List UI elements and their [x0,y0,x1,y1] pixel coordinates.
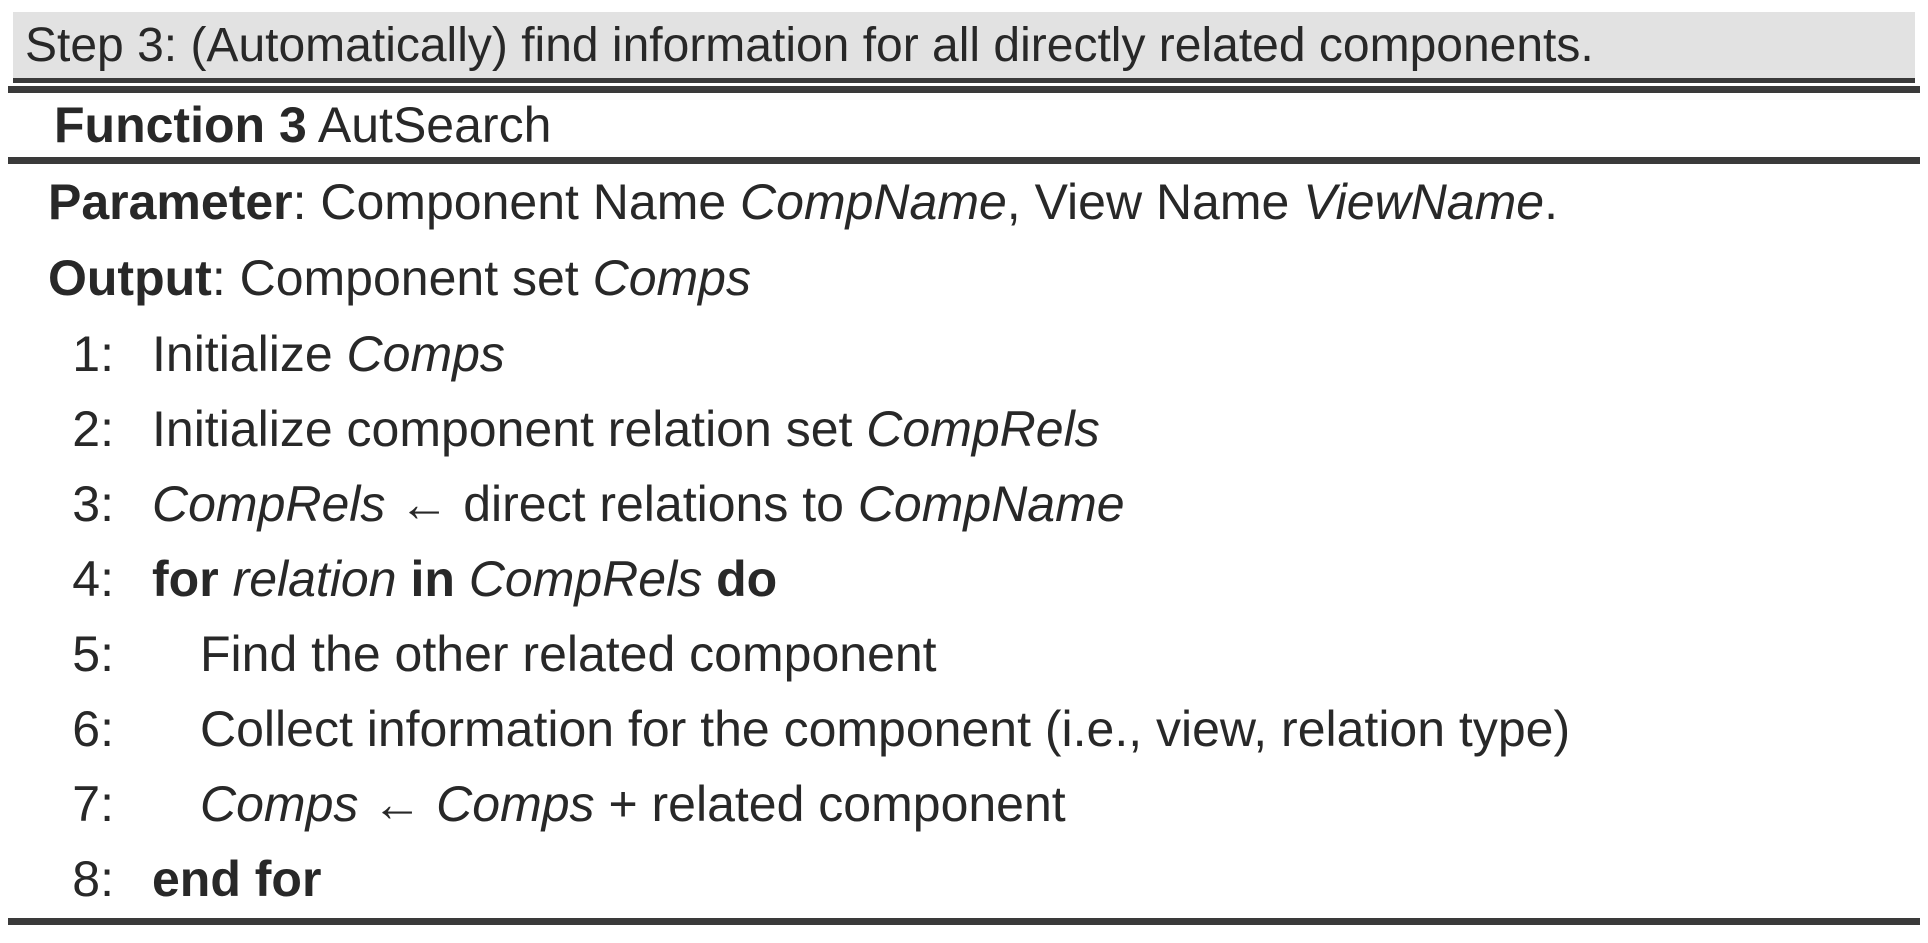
text-segment: Collect information for the component (i… [200,700,1571,757]
text-segment: ← direct relations to [385,475,858,532]
text-segment: end for [152,850,322,907]
text-segment: CompRels [468,550,703,607]
text-segment: AutSearch [306,97,552,153]
step-header-text: Step 3: (Automatically) find information… [25,18,1594,72]
text-segment: CompRels [152,475,386,532]
line-text: Collect information for the component (i… [152,700,1570,758]
line-text: CompRels ← direct relations to CompName [152,475,1125,533]
line-text: end for [152,850,321,908]
output-row: Output: Component set Comps [8,240,1920,316]
text-segment [397,551,411,607]
text-segment: Function 3 [54,97,307,153]
parameter-row: Parameter: Component Name CompName, View… [8,164,1920,240]
code-line: 4: for relation in CompRels do [8,541,1920,616]
text-segment: Parameter [48,174,293,230]
text-segment: Output [48,250,212,306]
line-text: for relation in CompRels do [152,550,777,608]
text-segment: ← [358,775,437,832]
text-segment: Initialize [152,325,347,382]
step-header: Step 3: (Automatically) find information… [13,12,1915,83]
text-segment: Comps [436,775,595,832]
code-line: 5: Find the other related component [8,616,1920,691]
text-segment: Initialize component relation set [152,400,867,457]
text-segment: do [716,550,778,607]
code-line: 1: Initialize Comps [8,316,1920,391]
text-segment [455,551,469,607]
line-number: 3: [72,475,114,532]
line-number: 5: [72,625,114,682]
function-title-row: Function 3 AutSearch [8,93,1920,157]
text-segment: for [152,550,219,607]
mid-rule [8,157,1920,164]
text-segment: CompName [740,174,1007,230]
text-segment: ViewName [1303,174,1545,230]
line-text: Initialize component relation set CompRe… [152,400,1100,458]
text-segment: relation [232,550,397,607]
text-segment: Comps [200,775,359,832]
text-segment: : Component set [211,250,593,306]
line-number: 2: [72,400,114,457]
text-segment [219,551,233,607]
code-lines: 1: Initialize Comps 2: Initialize component… [8,316,1920,916]
line-number: 1: [72,325,114,382]
code-line: 3: CompRels ← direct relations to CompNam… [8,466,1920,541]
line-number: 7: [72,775,114,832]
text-segment: : Component Name [292,174,741,230]
text-segment: CompRels [866,400,1100,457]
code-line: 6: Collect information for the component … [8,691,1920,766]
bottom-rule [8,918,1920,925]
text-segment: Comps [592,250,751,306]
code-line: 8: end for [8,841,1920,916]
text-segment: in [410,550,455,607]
text-segment: Comps [346,325,505,382]
line-text: Comps ← Comps + related component [152,775,1066,833]
text-segment [702,551,716,607]
top-rule [8,86,1920,93]
line-text: Find the other related component [152,625,937,683]
text-segment: , View Name [1006,174,1304,230]
line-number: 6: [72,700,114,757]
code-line: 2: Initialize component relation set Comp… [8,391,1920,466]
text-segment: . [1544,174,1558,230]
text-segment: CompName [857,475,1125,532]
code-line: 7: Comps ← Comps + related component [8,766,1920,841]
line-text: Initialize Comps [152,325,505,383]
line-number: 4: [72,550,114,607]
text-segment: + related component [594,775,1066,832]
text-segment: Find the other related component [200,625,937,682]
line-number: 8: [72,850,114,907]
